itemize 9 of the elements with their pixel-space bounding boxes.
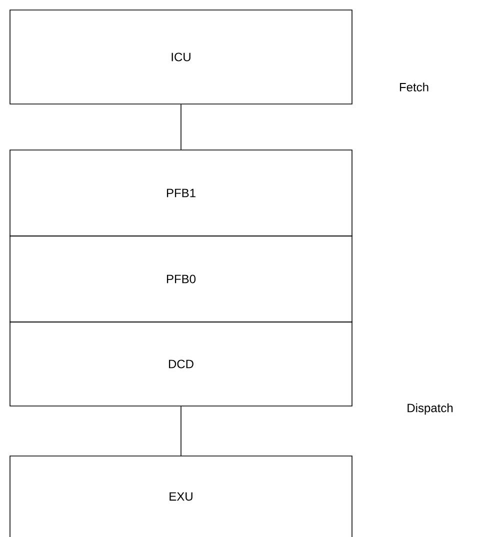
connector-line bbox=[180, 104, 182, 150]
process-box: EXU bbox=[10, 456, 352, 537]
process-box: ICU bbox=[10, 10, 352, 104]
process-box: PFB0 bbox=[10, 236, 352, 322]
stage-label: Fetch bbox=[400, 82, 428, 92]
process-box: DCD bbox=[10, 322, 352, 406]
connector-line bbox=[180, 406, 182, 456]
stage-label: Dispatch bbox=[408, 403, 453, 415]
process-box: PFB1 bbox=[10, 150, 352, 236]
